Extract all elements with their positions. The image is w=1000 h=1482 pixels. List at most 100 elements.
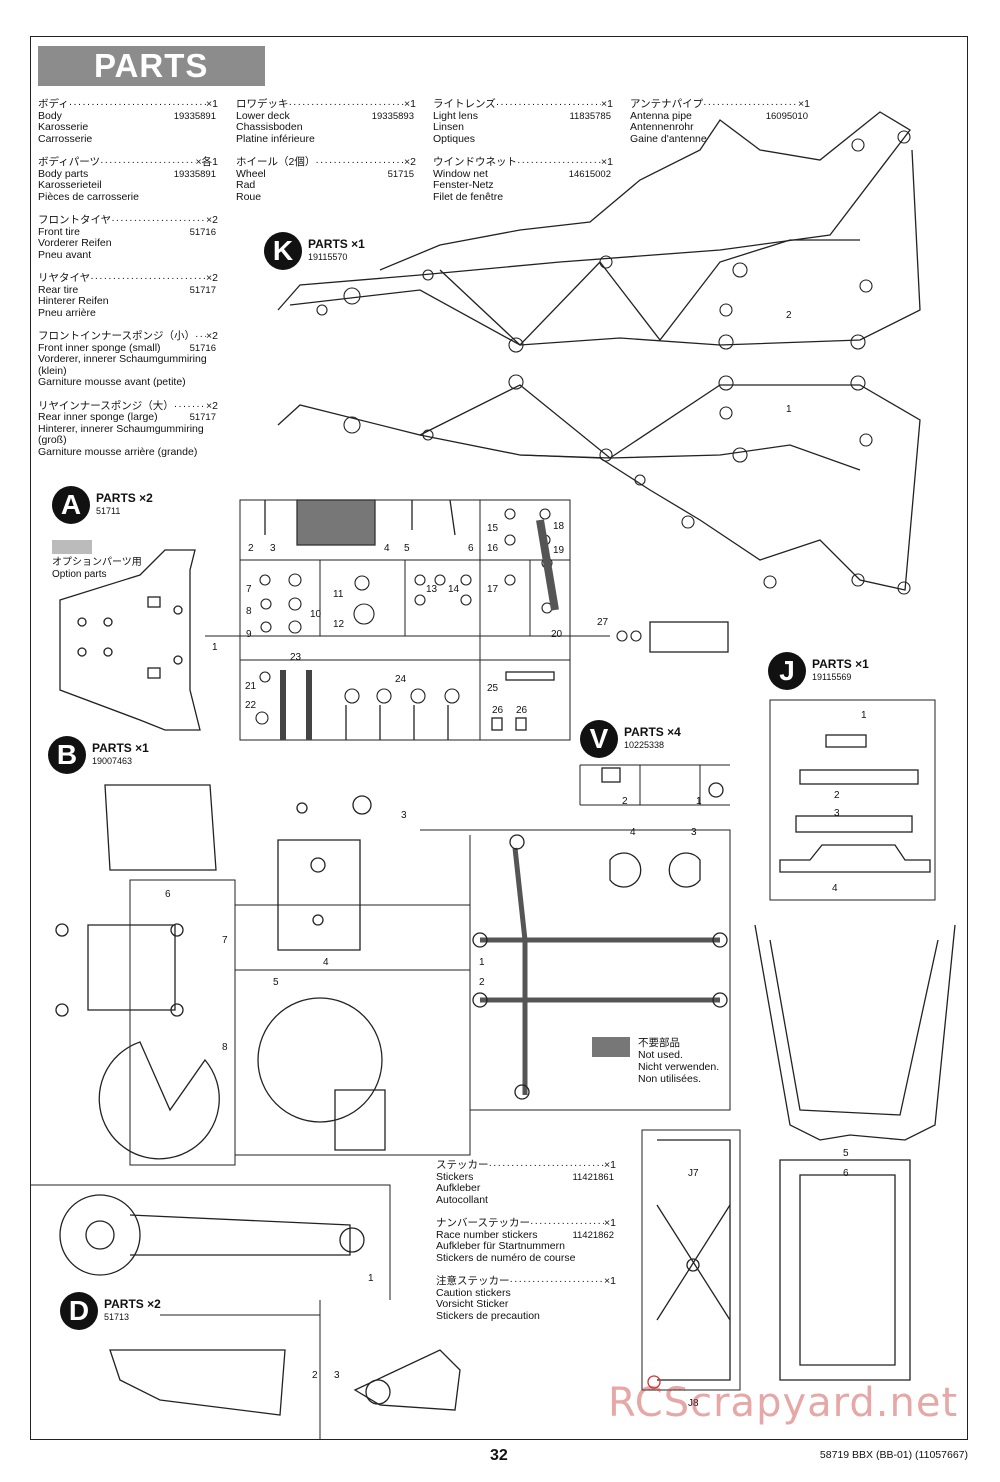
part-no-a26a: 26 (492, 705, 504, 716)
part-no-a27: 27 (597, 617, 609, 628)
tree-j-letter: J (768, 652, 806, 690)
part-name-fr: Pneu arrière (38, 306, 96, 319)
tree-k-label: PARTS ×1 (308, 237, 365, 251)
option-parts-note: オプションパーツ用 Option parts (52, 557, 142, 580)
part-no-b6: 6 (165, 889, 171, 900)
part-number-labels: 2 1 1 2 3 4 5 6 7 8 9 10 11 12 13 14 15 … (165, 310, 867, 1409)
part-name-en: Rear tire (38, 283, 79, 296)
part-entry: ロワデッキ··································×… (236, 98, 416, 145)
part-code: 51717 (189, 412, 216, 423)
part-qty: ×2 (206, 330, 218, 342)
part-name-de: Hinterer Reifen (38, 295, 109, 307)
part-no-b2: 2 (479, 977, 485, 988)
part-no-v1: 1 (696, 796, 702, 807)
part-name-en: Rear inner sponge (large) (38, 411, 158, 423)
option-parts-swatch (52, 540, 92, 554)
part-qty: ×1 (604, 1217, 616, 1229)
tree-v-drawing (579, 764, 730, 888)
footer-code: 58719 BBX (BB-01) (11057667) (819, 1449, 968, 1461)
part-name-de: Vorderer, innerer Schaumgummiring (klein… (38, 353, 207, 377)
part-no-a19: 19 (553, 545, 565, 556)
part-name-de: Vorsicht Sticker (436, 1298, 509, 1310)
part-name-jp: ロワデッキ (236, 98, 289, 110)
part-code: 51716 (189, 226, 216, 238)
part-no-b1: 1 (479, 957, 485, 968)
tree-j-label: PARTS ×1 (812, 657, 869, 671)
part-entry: フロントインナースポンジ（小）·························… (38, 330, 218, 389)
leader-dots: ·································· (315, 157, 404, 168)
part-qty: ×1 (601, 156, 613, 168)
part-name-jp: ライトレンズ (433, 98, 496, 110)
part-no-j6: 6 (843, 1168, 849, 1179)
part-qty: ×2 (206, 272, 218, 284)
part-no-a10: 10 (310, 609, 322, 620)
part-no-a6: 6 (468, 543, 474, 554)
part-name-en: Light lens (433, 109, 478, 122)
tree-v-letter: V (580, 720, 618, 758)
part-code: 11835785 (569, 110, 611, 122)
part-name-en: Caution stickers (436, 1286, 511, 1299)
parts-column-4: アンテナパイプ·································… (630, 98, 810, 157)
part-entry: ライトレンズ··································… (433, 98, 613, 145)
part-no-a5: 5 (404, 543, 410, 554)
part-entry: ボディ··································×1B… (38, 98, 218, 145)
part-name-jp: ナンバーステッカー (436, 1217, 530, 1229)
tree-k-letter: K (264, 232, 302, 270)
part-no-a3: 3 (270, 543, 276, 554)
part-qty: ×2 (404, 156, 416, 168)
part-no-v4: 4 (630, 827, 636, 838)
tree-a-label: PARTS ×2 (96, 491, 153, 505)
tree-j-drawing (641, 699, 956, 1391)
part-no-j2: 2 (834, 790, 840, 801)
part-name-jp: フロントインナースポンジ（小） (38, 330, 195, 342)
part-entry: リヤインナースポンジ（大）···························… (38, 399, 218, 459)
leader-dots: ·································· (194, 331, 206, 342)
part-name-en: Wheel (236, 167, 266, 180)
part-no-d3: 3 (334, 1370, 340, 1381)
part-name-en: Lower deck (236, 109, 290, 122)
part-name-de: Karosserieteil (38, 179, 102, 191)
tree-k-drawing (277, 111, 921, 595)
part-qty: ×2 (206, 399, 218, 412)
part-name-jp: ステッカー (436, 1159, 489, 1171)
not-used-legend: 不要部品 Not used. Nicht verwenden. Non util… (592, 1037, 719, 1085)
part-name-de: Aufkleber für Startnummern (436, 1240, 565, 1252)
not-used-jp: 不要部品 (638, 1037, 680, 1049)
part-no-j8: J8 (688, 1398, 699, 1409)
part-name-fr: Garniture mousse arrière (grande) (38, 445, 198, 458)
part-qty: ×1 (604, 1275, 616, 1287)
part-no-a17: 17 (487, 584, 499, 595)
part-no-a25: 25 (487, 683, 499, 694)
tree-d-code: 51713 (104, 1312, 130, 1322)
part-entry: アンテナパイプ·································… (630, 98, 810, 145)
tree-d-letter: D (60, 1292, 98, 1330)
tree-a-code: 51711 (96, 506, 121, 516)
part-name-en: Window net (433, 167, 488, 180)
part-no-a14: 14 (448, 584, 460, 595)
part-no-b7: 7 (222, 935, 228, 946)
part-entry: ウインドウネット································… (433, 156, 613, 203)
part-no-a22: 22 (245, 700, 257, 711)
part-name-de: Hinterer, innerer Schaumgummiring (groß) (38, 422, 204, 446)
part-no-a16: 16 (487, 543, 499, 554)
part-entry: ナンバーステッカー·······························… (436, 1217, 616, 1264)
part-entry: 注意ステッカー·································… (436, 1275, 616, 1322)
leader-dots: ·································· (703, 99, 798, 110)
part-no-a20: 20 (551, 629, 563, 640)
part-name-en: Front inner sponge (small) (38, 341, 161, 354)
parts-column-1: ボディ··································×1B… (38, 98, 218, 470)
leader-dots: ·································· (90, 273, 206, 284)
part-no-k2: 2 (786, 310, 792, 321)
part-qty: ×1 (206, 98, 218, 110)
part-code: 51716 (189, 342, 216, 354)
tree-j-code: 19115569 (812, 672, 852, 682)
part-name-fr: Carrosserie (38, 132, 93, 145)
part-no-k1: 1 (786, 404, 792, 415)
part-no-j3: 3 (834, 808, 840, 819)
tree-a-drawing (59, 499, 729, 741)
part-code: 19335891 (173, 168, 216, 180)
part-no-j5: 5 (843, 1148, 849, 1159)
option-parts-en: Option parts (52, 568, 107, 580)
part-name-de: Linsen (433, 121, 464, 133)
